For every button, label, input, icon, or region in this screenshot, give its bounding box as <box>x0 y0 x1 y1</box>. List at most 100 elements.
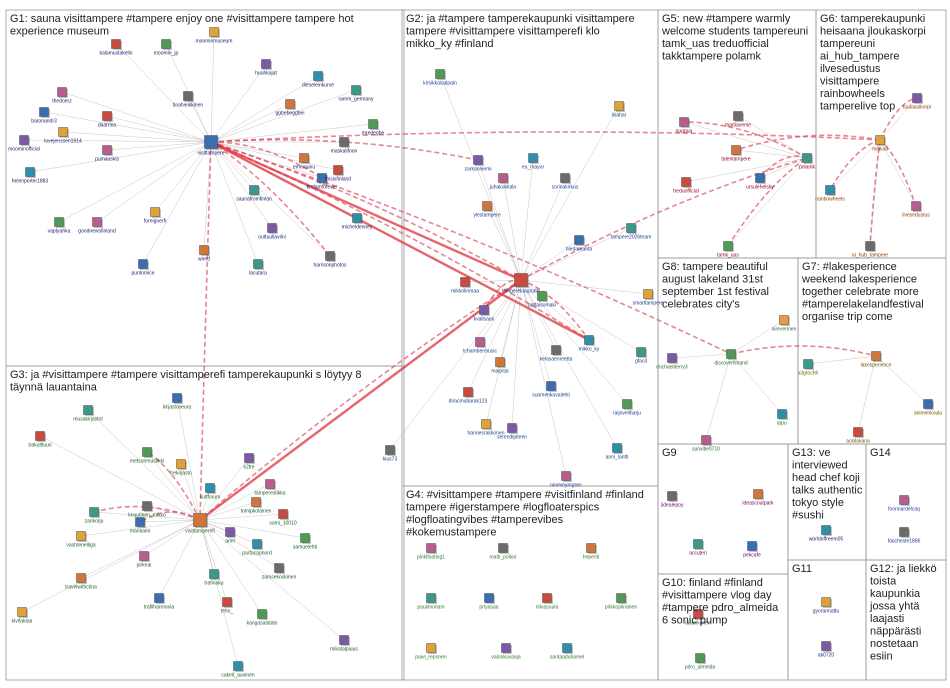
node-mankami[interactable]: mankami <box>130 517 150 535</box>
node-trakulttuuri[interactable]: trakulttuuri <box>28 431 52 449</box>
node-ideascoutpark[interactable]: ideascoutpark <box>742 489 774 507</box>
node-ackilakana[interactable]: ackilakana <box>846 427 870 445</box>
node-huuhkajat[interactable]: huuhkajat <box>255 59 277 77</box>
node-discoverfinland[interactable]: discoverfinland <box>714 349 748 367</box>
node-pirkkopiirainen[interactable]: pirkkopiirainen <box>605 593 637 611</box>
node-ursulehelsky[interactable]: ursulehelsky <box>746 173 774 191</box>
node-pirkeai[interactable]: pirkeai <box>137 551 152 569</box>
node-ramm-germany[interactable]: ramm_germany <box>338 85 374 103</box>
node-daarrina[interactable]: daarrina <box>98 111 117 129</box>
node-lovejenssen1914[interactable]: lovejenssen1914 <box>44 127 82 145</box>
node-knuutinen-mikko[interactable]: knuutinen_mikko <box>128 501 166 519</box>
node-ninevnymgren[interactable]: ninevnymgren <box>550 471 582 489</box>
node-zarkanniemi[interactable]: zarkanniemi <box>465 155 492 173</box>
node-juhakokkala[interactable]: juhakokkala <box>489 173 517 191</box>
node-mikkolinmaa[interactable]: mikkolinmaa <box>451 277 479 295</box>
node-vashtenelliga[interactable]: vashtenelliga <box>66 531 96 549</box>
node-tuulaasikorpi[interactable]: tuulaasikorpi <box>903 93 931 111</box>
node-ippu[interactable]: ippu <box>777 409 788 427</box>
node-kirsikkaisalpain[interactable]: kirsikkaisalpain <box>423 69 457 87</box>
node-mikko-ky[interactable]: mikko_ky <box>579 335 600 353</box>
node-harrisonphotos[interactable]: harrisonphotos <box>313 251 347 269</box>
node-fducheste1886[interactable]: fducheste1886 <box>888 527 921 545</box>
node-kelasaenreetta[interactable]: kelasaenreetta <box>540 345 573 363</box>
node-metsonmusiikki[interactable]: metsonmusiikki <box>130 447 164 465</box>
node-tamperekaupunki[interactable]: tamperekaupunki <box>502 273 540 295</box>
node-pdro-almeida[interactable]: pdro_almeida <box>685 653 716 671</box>
node-serendipiteen[interactable]: serendipiteen <box>497 423 527 441</box>
node-pekcafe[interactable]: pekcafe <box>743 541 761 559</box>
node-mredegbe[interactable]: mredegbe <box>362 119 385 137</box>
node-maipitai[interactable]: maipitai <box>491 357 509 375</box>
node-moominmuseum[interactable]: moominmuseum <box>196 27 233 45</box>
node-gyorannattu[interactable]: gyorannattu <box>813 597 840 615</box>
node-prtyasaa[interactable]: prtyasaa <box>479 593 499 611</box>
node-ilvesedustus[interactable]: ilvesedustus <box>902 201 930 219</box>
node-anttaisomaki[interactable]: anttaisomaki <box>528 291 556 309</box>
node-hiedanranta[interactable]: hiedanranta <box>566 235 593 253</box>
node-x3grochh[interactable]: x3grochh <box>798 359 819 377</box>
node-sunvitie0710[interactable]: sunvitie0710 <box>692 435 720 453</box>
node-anni-lantti[interactable]: anni_lantti <box>606 443 629 461</box>
node-hannesrakkonen[interactable]: hannesrakkonen <box>468 419 505 437</box>
node-partacapnord[interactable]: partacapnord <box>242 539 272 557</box>
node-zamsekoskinen[interactable]: zamsekoskinen <box>262 563 297 581</box>
node-tomipkolalnen[interactable]: tomipkolalnen <box>241 497 272 515</box>
node-sorinakirkus[interactable]: sorinakirkus <box>552 173 579 191</box>
node-diracmubarak123[interactable]: diracmubarak123 <box>449 387 488 405</box>
node-zarikorju[interactable]: zarikorju <box>85 507 104 525</box>
node-tamperestikka[interactable]: tamperestikka <box>254 479 286 497</box>
node-moomin-jp[interactable]: moomin_jp <box>154 39 179 57</box>
node-accuteri[interactable]: accuteri <box>689 539 707 557</box>
node-lisahar[interactable]: lisahar <box>612 101 627 119</box>
node-foreignerfi[interactable]: foreignerfi <box>144 207 166 225</box>
node-maskalifoon[interactable]: maskalifoon <box>331 137 358 155</box>
node-mikatalpaius[interactable]: mikatalpaius <box>330 635 358 653</box>
node-pumauskis[interactable]: pumauskis <box>95 145 119 163</box>
node-helenporter1883[interactable]: helenporter1883 <box>12 167 49 185</box>
node-kultforum[interactable]: kultforum <box>200 483 221 501</box>
node-paivi-reponen[interactable]: paivi_reponen <box>415 643 447 661</box>
node-outtuullavilni[interactable]: outtuullavilni <box>258 223 286 241</box>
node-trafinaku[interactable]: trafinaku <box>204 569 224 587</box>
node-k2tre[interactable]: k2tre <box>243 453 255 471</box>
node-ylestampere[interactable]: ylestampere <box>473 201 501 219</box>
node-trafilharmonia[interactable]: trafilharmonia <box>144 593 175 611</box>
node-pinkfloating1[interactable]: pinkfloating1 <box>417 543 445 561</box>
node-kangasalatalo[interactable]: kangasalatalo <box>247 609 278 627</box>
node-kvallsaari[interactable]: kvallsaari <box>474 305 495 323</box>
node-tchambermusic[interactable]: tchambermusic <box>463 337 497 355</box>
node-ai-hub-tampere[interactable]: ai_hub_tampere <box>852 241 888 259</box>
node-samuelehti[interactable]: samuelehti <box>293 533 317 551</box>
node-michaelderry3[interactable]: michaelderry3 <box>656 353 688 371</box>
node-foonnardelcaq[interactable]: foonnardelcaq <box>888 495 920 513</box>
node-lasarikonen[interactable]: lasarikonen <box>685 609 711 627</box>
node-talentampere[interactable]: talentampere <box>721 145 751 163</box>
node-gfacit[interactable]: gfacit <box>635 347 648 365</box>
node-kirjastoseura[interactable]: kirjastoseura <box>163 393 192 411</box>
node-riitvasuula[interactable]: riitvasuula <box>536 593 559 611</box>
node-visittampere[interactable]: visittampere <box>198 135 225 157</box>
node-tinahieikkinen[interactable]: tinahieikkinen <box>173 91 204 109</box>
node-kius73[interactable]: kius73 <box>383 445 398 463</box>
node-valonkuvaaja[interactable]: valonkuvaaja <box>491 643 521 661</box>
node-saunafromfinlan[interactable]: saunafromfinlan <box>236 185 272 203</box>
node-paulimonam[interactable]: paulimonam <box>417 593 445 611</box>
node-lakesperience[interactable]: lakesperience <box>861 351 892 369</box>
node-teho-[interactable]: teho_ <box>221 597 234 615</box>
node-suomenkuvalehti[interactable]: suomenkuvalehti <box>532 381 570 399</box>
node-visittamperefi[interactable]: visittamperefi <box>185 513 215 535</box>
node-musakirjastot[interactable]: musakirjastot <box>73 405 103 423</box>
node-worldoffreem05[interactable]: worldoffreem05 <box>809 525 844 543</box>
node-emmaunu[interactable]: emmaunu <box>293 153 315 171</box>
node-animenkoulu[interactable]: animenkoulu <box>914 399 943 417</box>
node-baronandr3[interactable]: baronandr3 <box>31 107 57 125</box>
node-saritaaduhamel[interactable]: saritaaduhamel <box>550 643 584 661</box>
node-nuppua[interactable]: nuppua <box>676 117 693 135</box>
node-aireverinen[interactable]: aireverinen <box>772 315 797 333</box>
node-vaptyahka[interactable]: vaptyahka <box>48 217 71 235</box>
node-ggbebeggbei[interactable]: ggbebeggbei <box>276 99 305 117</box>
node-polamk[interactable]: polamk <box>799 153 816 171</box>
node-cakeit-auvinen[interactable]: cakeit_auvinen <box>221 661 255 679</box>
node-goodnewsfinland[interactable]: goodnewsfinland <box>78 217 116 235</box>
